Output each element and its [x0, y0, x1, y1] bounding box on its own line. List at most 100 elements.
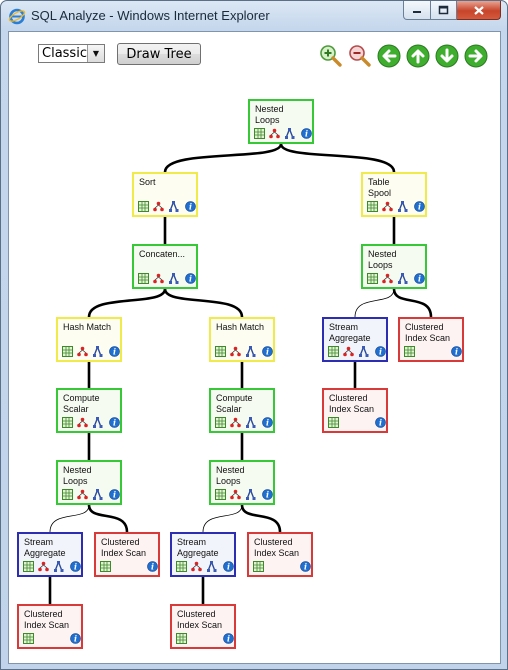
table-grid-icon[interactable] — [215, 489, 226, 500]
info-icon[interactable]: i — [301, 128, 312, 139]
table-grid-icon[interactable] — [62, 417, 73, 428]
minimize-button[interactable] — [403, 1, 431, 20]
structure-icon[interactable] — [358, 346, 369, 357]
hierarchy-icon[interactable] — [77, 417, 88, 428]
arrow-right-icon[interactable] — [464, 44, 488, 68]
info-icon[interactable]: i — [109, 489, 120, 500]
info-icon[interactable]: i — [375, 417, 386, 428]
arrow-up-icon[interactable] — [406, 44, 430, 68]
structure-icon[interactable] — [168, 273, 179, 284]
hierarchy-icon[interactable] — [153, 201, 164, 212]
table-grid-icon[interactable] — [215, 417, 226, 428]
table-grid-icon[interactable] — [328, 417, 339, 428]
info-icon[interactable]: i — [451, 346, 462, 357]
table-grid-icon[interactable] — [367, 201, 378, 212]
hierarchy-icon[interactable] — [77, 489, 88, 500]
maximize-button[interactable] — [431, 1, 457, 20]
table-grid-icon[interactable] — [367, 273, 378, 284]
hierarchy-icon[interactable] — [191, 561, 202, 572]
info-icon[interactable]: i — [262, 489, 273, 500]
table-grid-icon[interactable] — [62, 346, 73, 357]
info-icon[interactable]: i — [147, 561, 158, 572]
table-grid-icon[interactable] — [253, 561, 264, 572]
info-icon[interactable]: i — [300, 561, 311, 572]
structure-icon[interactable] — [284, 128, 295, 139]
arrow-left-icon[interactable] — [377, 44, 401, 68]
info-icon[interactable]: i — [70, 633, 81, 644]
structure-icon[interactable] — [245, 489, 256, 500]
hierarchy-icon[interactable] — [230, 489, 241, 500]
plan-node[interactable]: Concaten...i — [132, 244, 198, 289]
hierarchy-icon[interactable] — [343, 346, 354, 357]
chevron-down-icon[interactable]: ▼ — [87, 45, 104, 62]
structure-icon[interactable] — [397, 201, 408, 212]
table-grid-icon[interactable] — [176, 561, 187, 572]
structure-icon[interactable] — [397, 273, 408, 284]
hierarchy-icon[interactable] — [382, 201, 393, 212]
structure-icon[interactable] — [245, 417, 256, 428]
hierarchy-icon[interactable] — [269, 128, 280, 139]
structure-icon[interactable] — [245, 346, 256, 357]
table-grid-icon[interactable] — [404, 346, 415, 357]
table-grid-icon[interactable] — [138, 273, 149, 284]
table-grid-icon[interactable] — [328, 346, 339, 357]
table-grid-icon[interactable] — [23, 561, 34, 572]
structure-icon[interactable] — [92, 346, 103, 357]
structure-icon[interactable] — [53, 561, 64, 572]
info-icon[interactable]: i — [109, 346, 120, 357]
info-icon[interactable]: i — [70, 561, 81, 572]
info-icon[interactable]: i — [262, 346, 273, 357]
info-icon[interactable]: i — [414, 273, 425, 284]
hierarchy-icon[interactable] — [382, 273, 393, 284]
table-grid-icon[interactable] — [138, 201, 149, 212]
table-grid-icon[interactable] — [23, 633, 34, 644]
zoom-in-icon[interactable] — [319, 44, 343, 68]
hierarchy-icon[interactable] — [153, 273, 164, 284]
zoom-out-icon[interactable] — [348, 44, 372, 68]
info-icon[interactable]: i — [223, 633, 234, 644]
hierarchy-icon[interactable] — [38, 561, 49, 572]
structure-icon[interactable] — [206, 561, 217, 572]
arrow-down-icon[interactable] — [435, 44, 459, 68]
info-icon[interactable]: i — [223, 561, 234, 572]
table-grid-icon[interactable] — [176, 633, 187, 644]
info-icon[interactable]: i — [109, 417, 120, 428]
close-button[interactable] — [457, 1, 501, 20]
table-grid-icon[interactable] — [254, 128, 265, 139]
structure-icon[interactable] — [168, 201, 179, 212]
info-icon[interactable]: i — [185, 273, 196, 284]
structure-icon[interactable] — [92, 417, 103, 428]
hierarchy-icon[interactable] — [230, 346, 241, 357]
hierarchy-icon[interactable] — [230, 417, 241, 428]
structure-icon[interactable] — [92, 489, 103, 500]
draw-tree-button[interactable]: Draw Tree — [117, 43, 201, 65]
view-select[interactable]: Classic ▼ — [38, 44, 105, 63]
hierarchy-icon[interactable] — [77, 346, 88, 357]
info-icon[interactable]: i — [375, 346, 386, 357]
table-grid-icon[interactable] — [215, 346, 226, 357]
info-icon[interactable]: i — [262, 417, 273, 428]
info-icon[interactable]: i — [185, 201, 196, 212]
table-grid-icon[interactable] — [100, 561, 111, 572]
info-icon[interactable]: i — [414, 201, 425, 212]
table-grid-icon[interactable] — [62, 489, 73, 500]
